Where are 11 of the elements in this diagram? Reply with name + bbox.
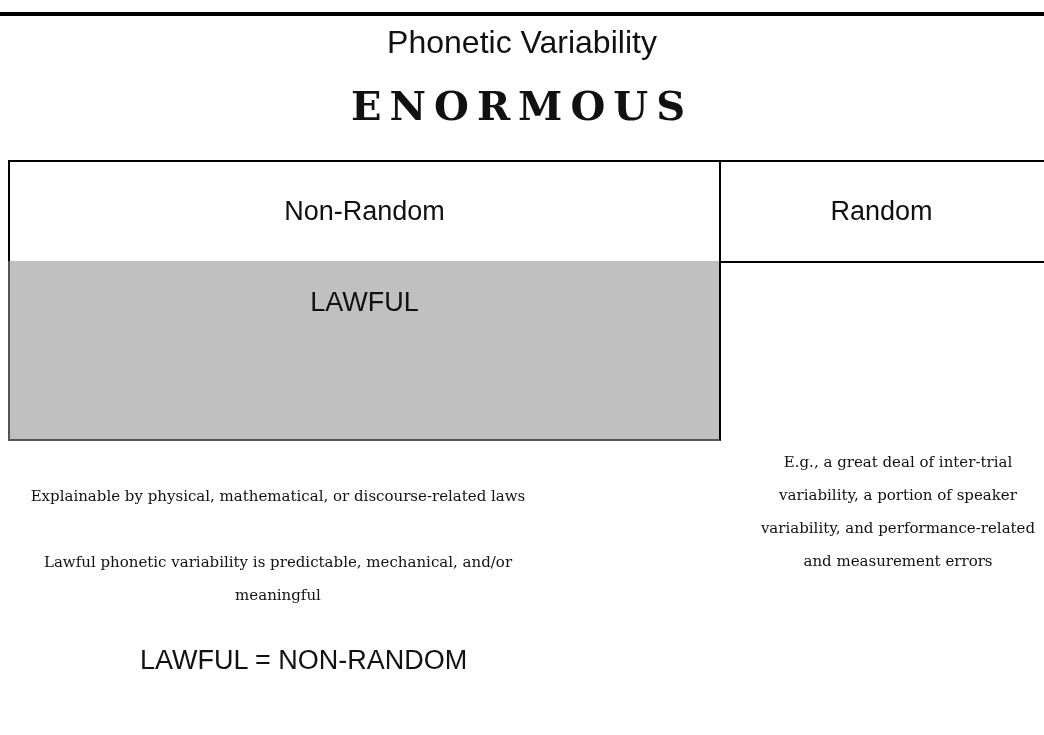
title: Phonetic Variability: [386, 24, 658, 61]
note-text: Lawful phonetic variability is predictable, mechanical, and/or meaningful: [42, 552, 514, 606]
shaded-table-cell: [8, 261, 721, 441]
note-text: E.g., a great deal of inter-trial variability, a portion of speaker variability, and performance-related and measurement errors: [759, 452, 1037, 572]
cell-text: Non-Random: [284, 196, 445, 227]
cell-text: LAWFUL: [310, 287, 419, 318]
heading: ENORMOUS: [350, 82, 694, 129]
equation-text: LAWFUL = NON-RANDOM: [140, 645, 468, 676]
note-text: Explainable by physical, mathematical, or discourse-related laws: [29, 486, 527, 507]
cell-text: Random: [830, 196, 933, 227]
table-header-cell: [719, 160, 1044, 263]
